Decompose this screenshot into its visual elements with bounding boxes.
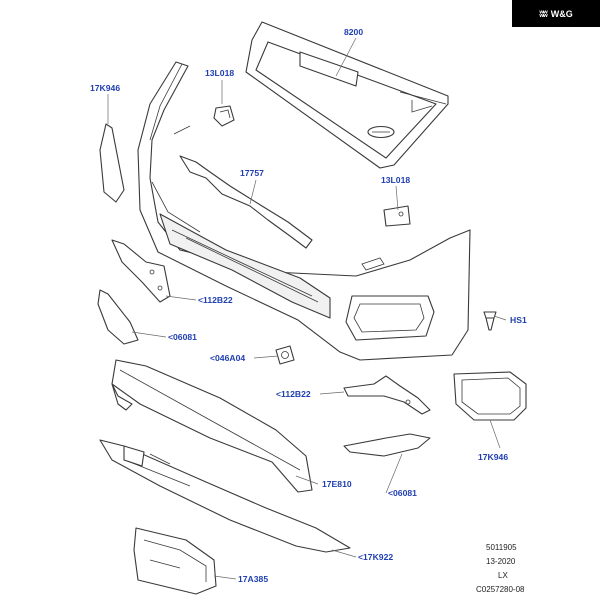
lower-spoiler: [99, 439, 351, 553]
info-line-3: LX: [498, 571, 508, 580]
label-screw: HS1: [510, 315, 527, 325]
label-plate-bracket: 17A385: [238, 574, 268, 584]
number-plate-bracket: [133, 527, 217, 595]
label-upper-bracket: 17757: [240, 168, 264, 178]
label-fog-grille: 17K946: [478, 452, 508, 462]
lower-panel: [111, 359, 313, 493]
label-clip-upper: 13L018: [205, 68, 234, 78]
leader-lines: [107, 37, 507, 580]
screw: [483, 311, 497, 331]
bumper-cover: [137, 61, 471, 361]
brand-logo: ʬʬ W&G: [512, 0, 600, 27]
label-clip-lower: 13L018: [381, 175, 410, 185]
label-sensor: <046A04: [210, 353, 245, 363]
label-spoiler: <17K922: [358, 552, 393, 562]
label-deflector-right: <06081: [388, 488, 417, 498]
label-bracket-right: <112B22: [276, 389, 311, 399]
label-bracket-left: <112B22: [198, 295, 233, 305]
bracket-right: [343, 375, 431, 415]
deflector-right: [343, 433, 431, 457]
label-grille: 8200: [344, 27, 363, 37]
reference-info: 5011905 13-2020 LX C0257280-08: [476, 543, 525, 594]
clip-upper: [213, 105, 235, 127]
radiator-grille: [245, 21, 449, 169]
bracket-left: [111, 239, 171, 303]
label-lower-panel: 17E810: [322, 479, 352, 489]
label-deflector-left: <06081: [168, 332, 197, 342]
label-side-trim-left: 17K946: [90, 83, 120, 93]
logo-text: W&G: [550, 8, 573, 19]
info-line-1: 5011905: [486, 543, 517, 552]
fog-lamp-grille: [453, 371, 527, 421]
info-line-4: C0257280-08: [476, 585, 525, 594]
side-trim-left: [99, 123, 125, 203]
parking-sensor: [275, 345, 295, 365]
part-labels: 8200 17K946 13L018 13L018 17757 <112B22 …: [90, 27, 527, 584]
logo-mark-icon: ʬʬ: [539, 8, 548, 19]
clip-lower: [383, 205, 411, 227]
deflector-left: [97, 289, 139, 345]
info-line-2: 13-2020: [486, 557, 516, 566]
